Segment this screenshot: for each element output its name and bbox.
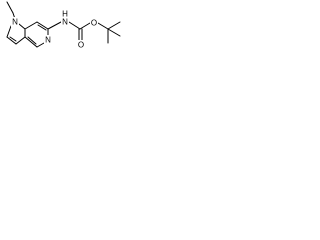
bond-ester-o-tbutyl xyxy=(97,22,109,30)
atom-label-h: H xyxy=(62,10,68,19)
bond-carbonyl-ester-o xyxy=(79,22,91,30)
bond-c7-c6 xyxy=(36,21,49,30)
bond-c7a-c7 xyxy=(24,21,38,30)
bond-c4-c3a xyxy=(24,36,38,48)
bond-c2-c3-double xyxy=(9,36,17,42)
atom-carbamate-nh: H N xyxy=(61,10,69,27)
atom-label-ester-o: O xyxy=(91,19,97,28)
atom-carbonyl-oxygen: O xyxy=(77,40,85,50)
chemical-structure-diagram: N N H N O O xyxy=(6,1,121,50)
bond-n1-c2 xyxy=(6,25,12,38)
bond-n5-c4 xyxy=(36,42,45,48)
bond-c2-c3 xyxy=(6,36,17,45)
bond-c4-c3a-double xyxy=(27,36,37,45)
atom-ester-oxygen: O xyxy=(90,18,98,28)
bond-c7-c6-double xyxy=(37,24,47,31)
bond-tbutyl-methyl-right xyxy=(107,28,121,37)
atom-pyridine-nitrogen: N xyxy=(44,35,52,45)
bond-c6-nh xyxy=(47,21,62,30)
bond-nh-carbonyl xyxy=(68,21,81,30)
atom-label-layer: N N H N O O xyxy=(11,10,98,50)
bond-n1-c7a xyxy=(18,23,26,30)
bond-c3-c3a xyxy=(15,36,26,45)
atom-pyrrole-nitrogen: N xyxy=(11,17,19,27)
atom-label-n5: N xyxy=(45,36,51,45)
bond-tbutyl-methyl-top xyxy=(107,21,121,30)
atom-label-n1: N xyxy=(12,18,18,27)
atom-label-carbonyl-o: O xyxy=(78,41,84,50)
bond-ethyl-terminal xyxy=(6,1,14,14)
bond-layer xyxy=(6,1,121,48)
atom-label-nh: N xyxy=(62,18,68,27)
